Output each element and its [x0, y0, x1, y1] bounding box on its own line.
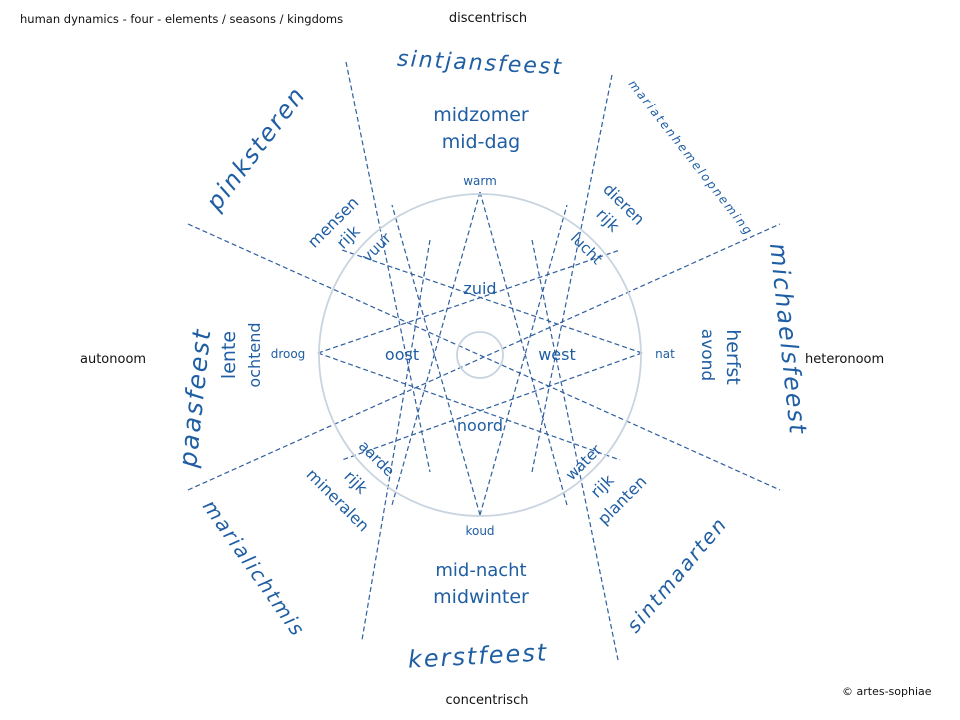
- sector-line-right-lower: [187, 223, 781, 491]
- element-lucht: lucht: [567, 229, 606, 268]
- festival-sintjansfeest: sintjansfeest: [396, 47, 563, 81]
- star-line-1: [391, 191, 481, 506]
- axis-label-top: discentrisch: [449, 11, 527, 26]
- star-line-4: [317, 352, 621, 461]
- season-top-midzomer: midzomer: [433, 104, 529, 126]
- quality-nat: nat: [655, 347, 675, 361]
- copyright-label: © artes-sophiae: [842, 685, 932, 698]
- festival-kerstfeest: kerstfeest: [407, 638, 549, 673]
- quality-warm: warm: [463, 174, 497, 188]
- star-line-8: [479, 204, 568, 516]
- festival-paasfeest: paasfeest: [173, 326, 217, 469]
- element-vuur: vuur: [358, 228, 395, 265]
- direction-zuid: zuid: [463, 279, 496, 298]
- direction-west: west: [538, 345, 576, 364]
- star-line-6: [341, 352, 643, 461]
- quality-koud: koud: [465, 524, 494, 538]
- axis-label-left: autonoom: [80, 352, 146, 367]
- season-bottom-midwinter: midwinter: [433, 586, 529, 608]
- center-ring: [456, 331, 504, 379]
- sector-line-top-right: [531, 74, 613, 473]
- quality-droog: droog: [271, 347, 306, 361]
- sector-line-bottom-left: [361, 239, 431, 641]
- star-line-3: [317, 249, 621, 354]
- season-bottom-mid-nacht: mid-nacht: [435, 560, 526, 581]
- season-right-herfst: herfst: [722, 329, 744, 385]
- axis-label-bottom: concentrisch: [446, 693, 529, 708]
- festival-sintmaarten: sintmaarten: [621, 512, 732, 637]
- star-line-5: [341, 249, 643, 354]
- star-line-2: [479, 191, 568, 506]
- season-right-avond: avond: [697, 329, 717, 381]
- season-left-ochtend: ochtend: [245, 322, 264, 387]
- season-top-mid-dag: mid-dag: [442, 131, 520, 153]
- direction-noord: noord: [457, 416, 503, 435]
- axis-label-right: heteronoom: [805, 352, 884, 367]
- festival-pinksteren: pinksteren: [200, 81, 312, 216]
- star-line-7: [391, 204, 481, 516]
- sector-line-top-left: [345, 61, 431, 473]
- direction-oost: oost: [385, 345, 419, 364]
- inner-ring: [318, 193, 642, 517]
- diagram-title: human dynamics - four - elements / seaso…: [20, 12, 343, 26]
- season-left-lente: lente: [218, 331, 240, 379]
- festival-marialichtmis: marialichtmis: [198, 495, 310, 641]
- festival-michaelsfeest: michaelsfeest: [764, 242, 812, 437]
